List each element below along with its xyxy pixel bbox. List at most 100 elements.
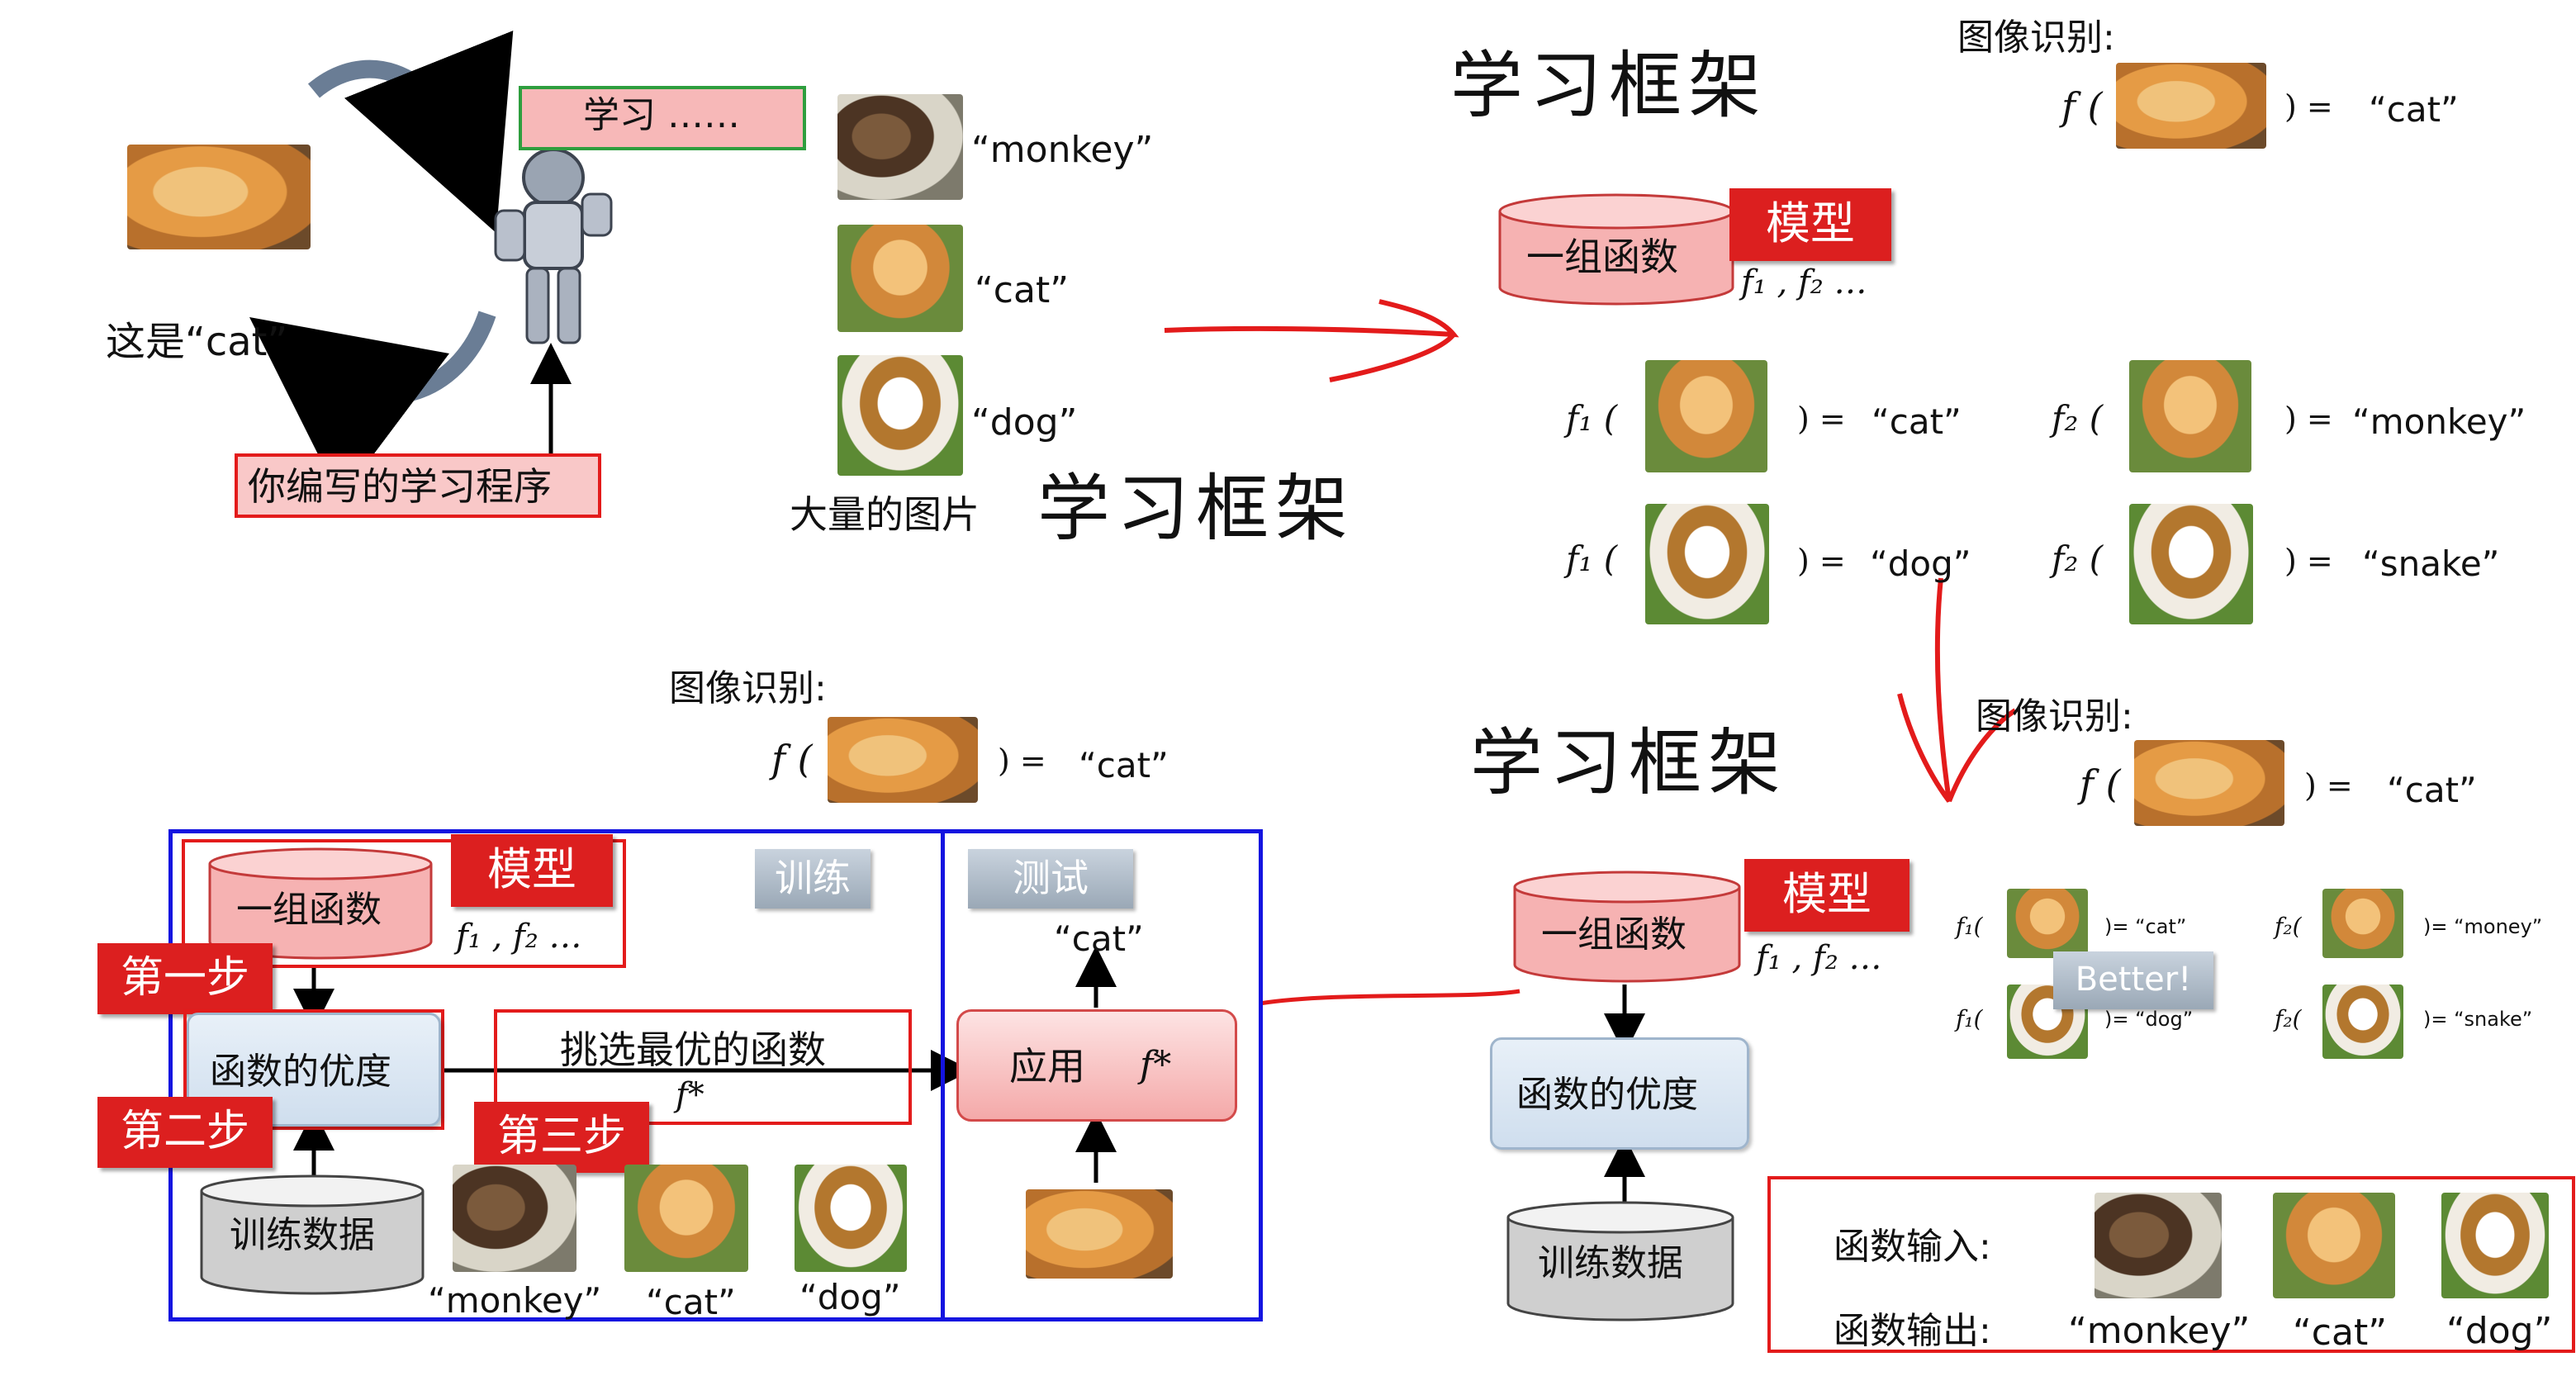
f-star-apply: f*: [1140, 1044, 1172, 1086]
model-label-3: 模型: [451, 834, 613, 907]
f-open-3: f (: [771, 737, 813, 781]
row-fn-3: f₁ (: [1566, 539, 1618, 579]
cat-result-4: “cat”: [2387, 770, 2477, 810]
function-set-cylinder-2: [1498, 193, 1734, 306]
step3-label: 第三步: [474, 1102, 649, 1173]
hand-arrow-down: [1897, 577, 2017, 803]
train-data-label-3: 训练数据: [230, 1214, 375, 1256]
model-label-4: 模型: [1744, 859, 1909, 932]
test-button[interactable]: 测试: [968, 849, 1133, 909]
step2-frame: [183, 1009, 444, 1130]
io-kitten-photo: [2273, 1193, 2395, 1298]
better-badge: Better!: [2053, 951, 2213, 1009]
f-star-3: f*: [676, 1076, 704, 1114]
cat-photo-2: [2116, 63, 2266, 149]
pick-best-label: 挑选最优的函数: [560, 1027, 826, 1072]
row-out-3: “dog”: [1870, 543, 1971, 584]
output-cat-label: “cat”: [1054, 918, 1144, 959]
f-open-4: f (: [2080, 762, 2121, 806]
study-box: [519, 86, 806, 150]
train-data-cylinder-3: [200, 1174, 425, 1295]
mini-fn-2: f₂(: [2275, 913, 2302, 940]
step1-frame: [182, 839, 626, 968]
goodness-box-4: [1490, 1037, 1749, 1150]
close-eq-2: ) =: [2284, 88, 2333, 125]
f-list-2: f₁ , f₂ …: [1741, 263, 1867, 301]
image-recognition-label-3: 图像识别:: [669, 667, 827, 709]
testing-frame: [941, 829, 1263, 1321]
many-images-text: 大量的图片: [790, 492, 980, 537]
row-eq-1: ) =: [1797, 401, 1846, 437]
dog-photo-r4: [2129, 504, 2253, 624]
monkey-photo-3: [453, 1165, 576, 1272]
kitten-photo-3: [624, 1165, 748, 1272]
kitten-photo: [837, 225, 963, 332]
data-label-cat: “cat”: [646, 1282, 736, 1322]
output-label: 函数输出:: [1834, 1310, 1991, 1352]
mini-kitten-2: [2322, 889, 2403, 958]
dog-photo-r3: [1645, 504, 1769, 624]
train-data-cylinder-4: [1506, 1201, 1734, 1321]
row-fn-1: f₁ (: [1566, 398, 1618, 439]
program-label: 你编写的学习程序: [248, 464, 552, 509]
io-frame: [1767, 1176, 2575, 1353]
mini-out-2: )= “money”: [2423, 915, 2543, 938]
function-set-label-3: 一组函数: [236, 889, 382, 931]
function-set-cylinder-4: [1513, 871, 1741, 983]
cat-result-3: “cat”: [1079, 745, 1169, 785]
label-cat: “cat”: [975, 269, 1069, 311]
mini-fn-1: f₁(: [1956, 913, 1983, 940]
this-is-cat-text: 这是“cat”: [106, 319, 288, 365]
io-dog-photo: [2441, 1193, 2549, 1298]
cat-photo-3: [828, 717, 978, 803]
cycle-arrow-bottom: [249, 311, 496, 499]
function-set-cylinder-3: [208, 847, 433, 960]
apply-box: [956, 1009, 1237, 1122]
f-list-3: f₁ , f₂ …: [456, 918, 582, 956]
row-out-4: “snake”: [2362, 543, 2500, 584]
function-set-label-2: 一组函数: [1526, 235, 1678, 279]
train-button[interactable]: 训练: [755, 849, 871, 909]
input-label: 函数输入:: [1834, 1226, 1991, 1268]
step2-label: 第二步: [97, 1097, 273, 1168]
learning-framework-title-4: 学习框架: [1470, 720, 1788, 805]
io-out-monkey: “monkey”: [2068, 1310, 2251, 1352]
study-label: 学习 ……: [583, 94, 740, 136]
mini-out-4: )= “snake”: [2423, 1008, 2533, 1031]
mini-out-3: )= “dog”: [2104, 1008, 2194, 1031]
cat-photo-apply: [1026, 1189, 1173, 1279]
function-set-label-4: 一组函数: [1541, 913, 1686, 956]
row-fn-4: f₂ (: [2052, 539, 2104, 579]
mini-out-1: )= “cat”: [2104, 915, 2187, 938]
mini-dog-4: [2322, 985, 2403, 1059]
row-out-1: “cat”: [1872, 401, 1962, 442]
data-label-dog: “dog”: [799, 1277, 901, 1317]
image-recognition-label-2: 图像识别:: [1957, 17, 2115, 59]
row-out-2: “monkey”: [2352, 401, 2526, 442]
f-open-2: f (: [2061, 84, 2103, 129]
mini-fn-3: f₁(: [1956, 1005, 1983, 1032]
f-list-4: f₁ , f₂ …: [1756, 939, 1882, 977]
io-out-dog: “dog”: [2446, 1310, 2553, 1352]
kitten-photo-r1: [1645, 360, 1767, 472]
robot-icon: [494, 148, 613, 344]
monkey-photo: [837, 94, 963, 200]
hand-arrow-right: [1164, 299, 1459, 382]
io-monkey-photo: [2094, 1193, 2222, 1298]
program-box: [235, 453, 601, 518]
row-eq-2: ) =: [2284, 401, 2333, 437]
data-label-monkey: “monkey”: [428, 1280, 602, 1321]
cycle-arrow-top: [307, 30, 514, 234]
goodness-label-4: 函数的优度: [1516, 1074, 1698, 1116]
hand-connector: [1259, 989, 1520, 1006]
image-recognition-label-4: 图像识别:: [1976, 695, 2133, 738]
goodness-label-3: 函数的优度: [210, 1051, 391, 1093]
train-data-label-4: 训练数据: [1538, 1242, 1683, 1284]
learning-framework-title-2: 学习框架: [1450, 43, 1768, 128]
apply-label: 应用: [1009, 1044, 1085, 1089]
step3-frame: [494, 1009, 912, 1125]
mini-fn-4: f₂(: [2275, 1005, 2302, 1032]
dog-photo: [837, 355, 963, 476]
dog-photo-3: [795, 1165, 907, 1272]
row-fn-2: f₂ (: [2052, 398, 2104, 439]
